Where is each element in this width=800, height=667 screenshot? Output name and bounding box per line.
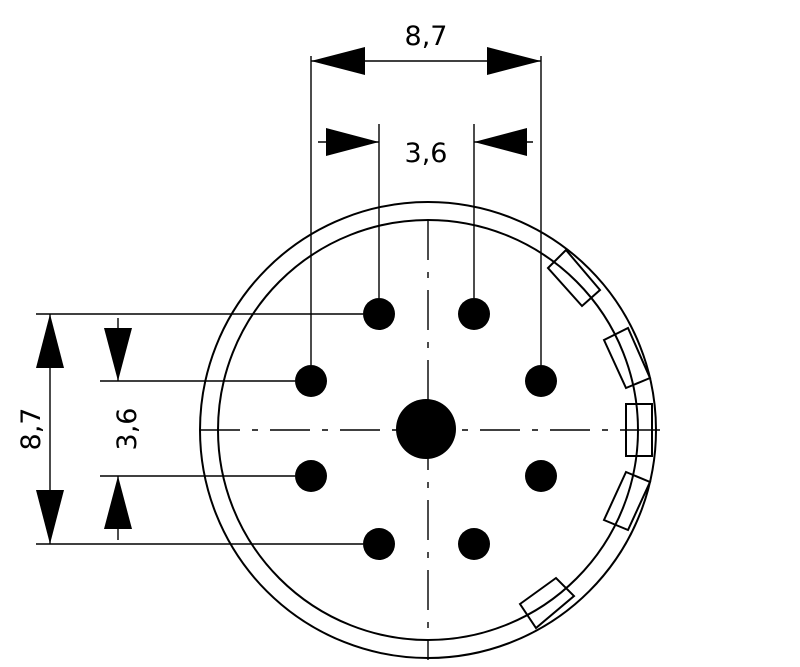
dimension-arrow bbox=[36, 314, 64, 368]
dimension-arrow bbox=[104, 476, 132, 529]
pin bbox=[295, 460, 327, 492]
left-dimensions: 8,7 3,6 bbox=[16, 313, 363, 545]
dimension-arrow bbox=[326, 128, 379, 156]
pin bbox=[363, 298, 395, 330]
pin bbox=[363, 528, 395, 560]
dimension-label-left-inner: 3,6 bbox=[112, 408, 143, 451]
notch-2 bbox=[602, 326, 652, 390]
dimension-arrow bbox=[474, 128, 527, 156]
pin bbox=[525, 365, 557, 397]
notch-1 bbox=[546, 248, 602, 308]
dimension-label-top-outer: 8,7 bbox=[405, 21, 448, 52]
pin bbox=[458, 298, 490, 330]
notch-4 bbox=[602, 470, 652, 532]
notch-3 bbox=[625, 403, 653, 457]
pin bbox=[458, 528, 490, 560]
center-contact bbox=[396, 399, 456, 459]
dimension-arrow bbox=[104, 328, 132, 381]
notch-5 bbox=[518, 576, 576, 630]
pin bbox=[525, 460, 557, 492]
pins bbox=[295, 298, 557, 560]
keying-notches bbox=[518, 248, 653, 630]
dimension-label-top-inner: 3,6 bbox=[405, 138, 448, 169]
dimension-arrow bbox=[487, 47, 541, 75]
top-dimensions: 8,7 3,6 bbox=[310, 21, 542, 365]
pin bbox=[295, 365, 327, 397]
dimension-arrow bbox=[311, 47, 365, 75]
dimension-arrow bbox=[36, 490, 64, 544]
dimension-label-left-outer: 8,7 bbox=[16, 408, 47, 451]
